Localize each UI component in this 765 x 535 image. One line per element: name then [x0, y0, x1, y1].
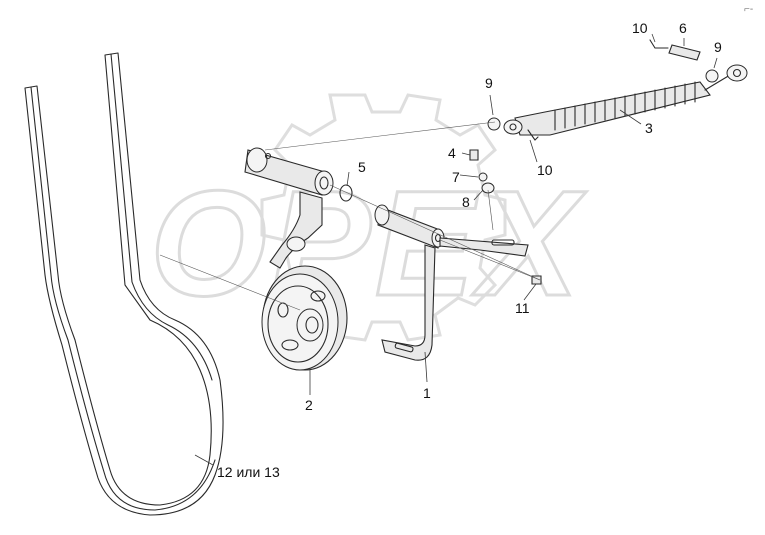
callout-10-top: 10 [632, 20, 648, 36]
watermark-gear [260, 93, 507, 342]
callout-4: 4 [448, 145, 456, 161]
callouts: 1 2 3 4 5 6 7 8 9 9 10 10 11 12 или 13 [217, 20, 722, 480]
flat-washer [481, 182, 495, 194]
tension-spring [503, 64, 748, 136]
callout-9-right: 9 [714, 39, 722, 55]
bolt [469, 149, 479, 161]
callout-3: 3 [645, 120, 653, 136]
callout-9-left: 9 [485, 75, 493, 91]
watermark: OPEX [149, 93, 587, 342]
pin [668, 44, 701, 61]
callout-8: 8 [462, 194, 470, 210]
washer-right [705, 69, 719, 83]
bracket [374, 204, 529, 361]
callout-6: 6 [679, 20, 687, 36]
callout-10-mid: 10 [537, 162, 553, 178]
v-belt [24, 52, 224, 516]
assembly-axes [159, 121, 541, 311]
watermark-text: OPEX [150, 159, 587, 327]
callout-7: 7 [452, 169, 460, 185]
tensioner-arm [244, 147, 348, 371]
nut [478, 172, 488, 182]
callout-2: 2 [305, 397, 313, 413]
snap-ring [339, 184, 353, 202]
corner-mark: ⌐- [744, 4, 753, 15]
washer-left [487, 117, 501, 131]
leader-lines [194, 33, 718, 466]
cotter-pin-top [649, 39, 669, 49]
callout-12-or-13: 12 или 13 [217, 464, 280, 480]
cotter-pin-mid [527, 129, 539, 141]
callout-11: 11 [515, 300, 530, 316]
callout-5: 5 [358, 159, 366, 175]
callout-1: 1 [423, 385, 431, 401]
